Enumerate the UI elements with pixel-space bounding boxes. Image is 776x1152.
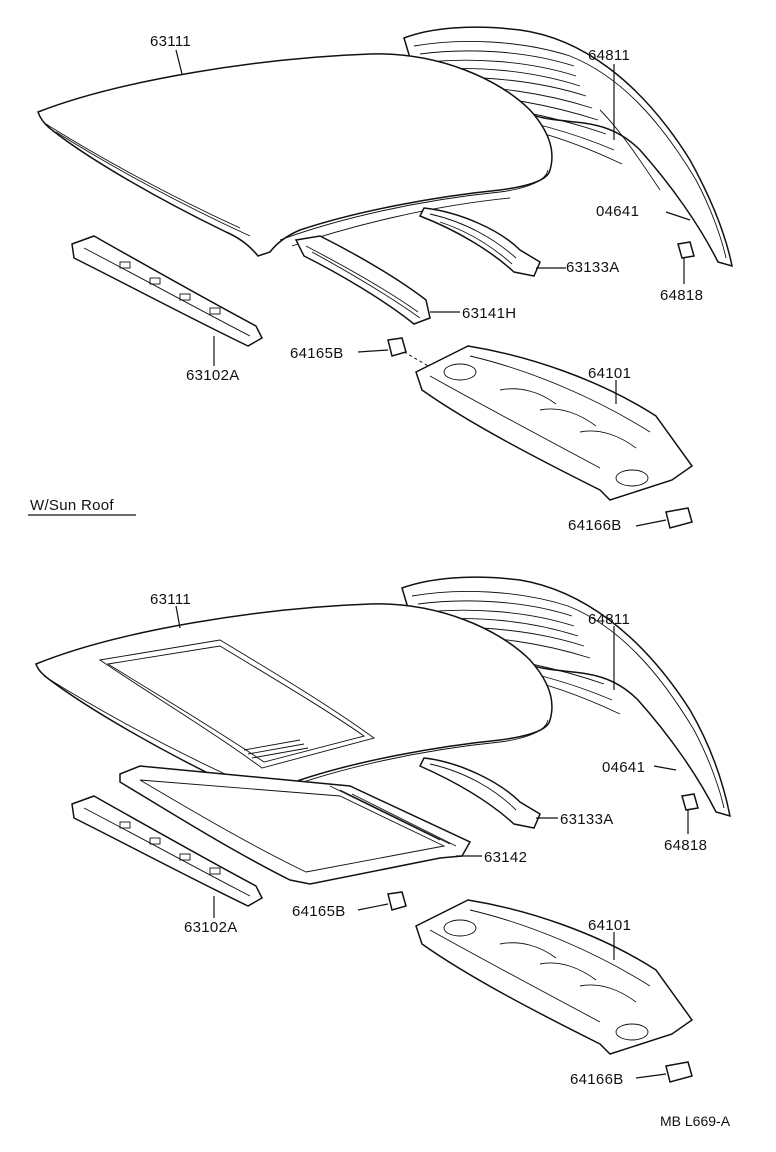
roof-panel-bottom bbox=[35, 603, 553, 807]
label-package-tray-bottom: 64101 bbox=[588, 917, 631, 934]
front-header-top bbox=[71, 235, 263, 347]
label-back-window-top: 64811 bbox=[588, 47, 630, 64]
diagram-code: MB L669-A bbox=[660, 1113, 731, 1129]
label-sunroof-frame-bottom: 63142 bbox=[484, 849, 527, 866]
rear-rail-top bbox=[418, 207, 541, 277]
label-rail-mid-top: 63141H bbox=[462, 305, 516, 322]
bottom-section: 63111 64811 04641 63133A 64818 63142 641… bbox=[35, 576, 731, 1088]
rear-rail-bottom bbox=[418, 757, 541, 829]
package-tray-bottom bbox=[415, 899, 694, 1055]
label-front-header-top: 63102A bbox=[186, 367, 240, 384]
label-roof-top: 63111 bbox=[150, 33, 191, 50]
label-seal-bottom: 04641 bbox=[602, 759, 645, 776]
bracket-left-bottom bbox=[387, 891, 407, 911]
label-bracket-left-top: 64165B bbox=[290, 345, 344, 362]
bracket-right-top bbox=[665, 507, 693, 529]
label-package-tray-top: 64101 bbox=[588, 365, 631, 382]
clip-bottom bbox=[681, 793, 699, 811]
label-roof-bottom: 63111 bbox=[150, 591, 191, 608]
label-seal-top: 04641 bbox=[596, 203, 639, 220]
front-header-bottom bbox=[71, 795, 263, 907]
label-back-window-bottom: 64811 bbox=[588, 611, 630, 628]
package-tray-top bbox=[415, 345, 694, 501]
mid-rail-top bbox=[294, 235, 431, 325]
label-clip-top: 64818 bbox=[660, 287, 703, 304]
label-front-header-bottom: 63102A bbox=[184, 919, 238, 936]
label-bracket-left-bottom: 64165B bbox=[292, 903, 346, 920]
top-section: 63111 64811 04641 63133A 64818 63141H 64… bbox=[37, 26, 733, 534]
label-rail-rear-top: 63133A bbox=[566, 259, 620, 276]
clip-top bbox=[677, 241, 695, 259]
bracket-right-bottom bbox=[665, 1061, 693, 1083]
sunroof-caption: W/Sun Roof bbox=[30, 497, 114, 514]
label-bracket-right-bottom: 64166B bbox=[570, 1071, 624, 1088]
bracket-left-top bbox=[387, 337, 407, 357]
label-bracket-right-top: 64166B bbox=[568, 517, 622, 534]
label-rail-rear-bottom: 63133A bbox=[560, 811, 614, 828]
label-clip-bottom: 64818 bbox=[664, 837, 707, 854]
